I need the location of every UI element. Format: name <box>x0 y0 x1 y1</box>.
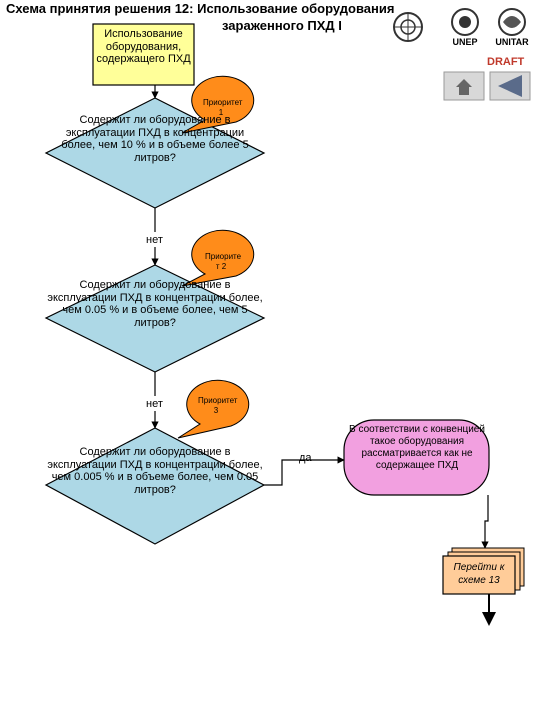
connector-result-to-goto <box>481 495 489 549</box>
priority-1-label: Приоритет 1 <box>203 98 243 117</box>
home-button[interactable] <box>443 71 485 101</box>
decision-diamond-2 <box>44 264 266 373</box>
back-arrow-icon <box>498 75 522 97</box>
goto-page-front[interactable] <box>442 555 516 595</box>
unitar-emblem-icon <box>498 8 526 36</box>
decision-diamond-3 <box>44 427 266 545</box>
priority-bubble-1 <box>181 75 255 134</box>
unep-caption: UNEP <box>452 37 478 47</box>
decision-1-text: Содержит ли оборудование в эксплуатации … <box>61 114 249 164</box>
start-text: Использование оборудования, содержащего … <box>96 28 191 65</box>
un-emblem-icon <box>393 12 423 42</box>
start-box <box>92 23 195 86</box>
no-label-1: нет <box>146 234 163 246</box>
goto-text: Перейти к схеме 13 <box>453 562 505 586</box>
decision-3-text: Содержит ли оборудование в эксплуатации … <box>47 446 263 496</box>
back-button[interactable] <box>489 71 531 101</box>
home-icon <box>456 79 472 95</box>
unep-emblem-icon <box>451 8 479 36</box>
priority-bubble-2 <box>181 229 255 287</box>
unitar-caption: UNITAR <box>495 37 529 47</box>
decision-2-text: Содержит ли оборудование в эксплуатации … <box>47 279 263 329</box>
exit-arrow-icon <box>482 612 496 626</box>
result-text: В соответствии с конвенцией такое оборуд… <box>349 424 485 471</box>
connector-d3-to-yes <box>264 456 345 486</box>
page-title: Схема принятия решения 12: Использование… <box>6 1 395 16</box>
priority-bubble-3 <box>177 379 250 439</box>
priority-3-label: Приоритет 3 <box>198 396 238 415</box>
draft-label: DRAFT <box>487 56 525 68</box>
yes-label: да <box>299 452 312 464</box>
result-box <box>343 419 490 496</box>
page-title-continued: зараженного ПХД I <box>222 18 342 33</box>
no-label-2: нет <box>146 398 163 410</box>
priority-2-label: Приорите т 2 <box>205 252 242 271</box>
